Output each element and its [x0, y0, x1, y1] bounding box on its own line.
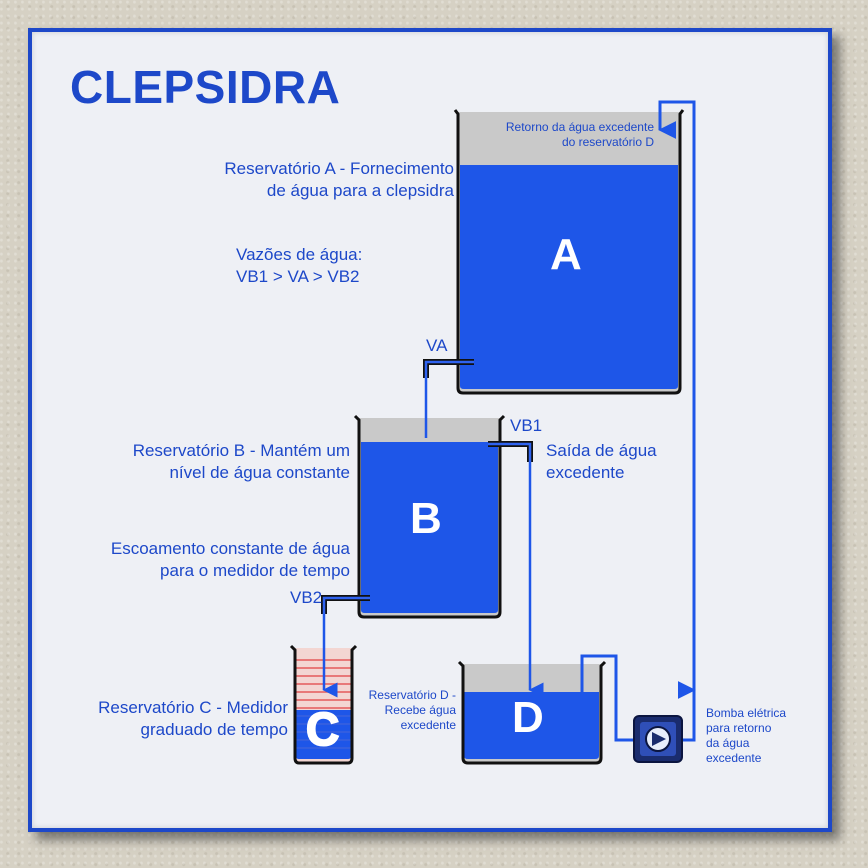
flows-title: Vazões de água: [236, 245, 363, 264]
overflow-label-line1: Saída de água [546, 441, 657, 460]
tank-d-letter: D [512, 693, 544, 742]
pump-label-line1: Bomba elétrica [706, 706, 787, 720]
page-title: CLEPSIDRA [70, 61, 341, 113]
pump-label-line4: excedente [706, 751, 762, 765]
reservoir-c-label-line1: Reservatório C - Medidor [98, 698, 288, 717]
reservoir-a-label-line1: Reservatório A - Fornecimento [224, 159, 454, 178]
flows-label: Vazões de água: VB1 > VA > VB2 [236, 244, 362, 288]
tank-d [457, 660, 607, 765]
reservoir-c-label: Reservatório C - Medidor graduado de tem… [50, 697, 288, 741]
return-label: Retorno da água excedente do reservatóri… [470, 120, 654, 150]
overflow-label: Saída de água excedente [546, 440, 657, 484]
reservoir-b-label-line2: nível de água constante [169, 463, 350, 482]
return-pipe [580, 100, 696, 748]
pipe-vb1 [488, 441, 544, 698]
reservoir-a-label: Reservatório A - Fornecimento de água pa… [170, 158, 454, 202]
diagram-panel [28, 28, 832, 832]
outflow-label: Escoamento constante de água para o medi… [60, 538, 350, 582]
reservoir-b-label-line1: Reservatório B - Mantém um [132, 441, 350, 460]
reservoir-d-label-line2: Recebe água [384, 703, 456, 717]
outflow-label-line2: para o medidor de tempo [160, 561, 350, 580]
overflow-label-line2: excedente [546, 463, 625, 482]
tank-b [353, 414, 506, 619]
pump-label: Bomba elétrica para retorno da água exce… [706, 706, 786, 766]
outflow-label-line1: Escoamento constante de água [110, 539, 350, 558]
va-label: VA [426, 336, 448, 355]
pump-label-line3: da água [706, 736, 750, 750]
tank-b-letter: B [410, 494, 442, 543]
return-label-line2: do reservatório D [561, 135, 654, 149]
tank-c-letter: C [305, 702, 340, 756]
flows-formula: VB1 > VA > VB2 [236, 267, 360, 286]
reservoir-d-label-line3: excedente [400, 718, 456, 732]
reservoir-d-label-line1: Reservatório D - [368, 688, 456, 702]
reservoir-b-label: Reservatório B - Mantém um nível de água… [90, 440, 350, 484]
pump-label-line2: para retorno [706, 721, 772, 735]
pipe-va [423, 359, 474, 438]
reservoir-d-label: Reservatório D - Recebe água excedente [356, 688, 456, 733]
vb1-label: VB1 [510, 416, 543, 435]
tank-a [453, 109, 685, 395]
tank-a-letter: A [550, 230, 582, 279]
vb2-label: VB2 [290, 588, 323, 607]
reservoir-a-label-line2: de água para a clepsidra [266, 181, 454, 200]
return-label-line1: Retorno da água excedente [505, 120, 654, 134]
pipe-vb2 [321, 595, 370, 698]
reservoir-c-label-line2: graduado de tempo [140, 720, 288, 739]
pump-icon [633, 715, 683, 763]
